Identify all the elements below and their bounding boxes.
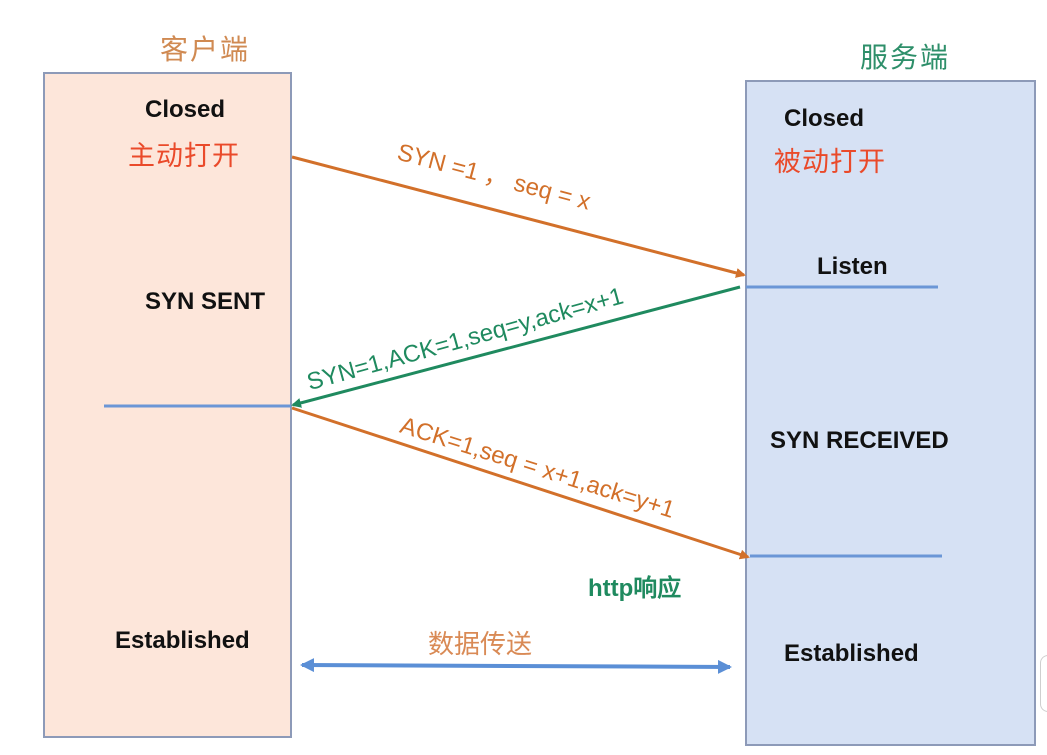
server-state-closed: Closed (784, 105, 865, 132)
server-passive-open-label: 被动打开 (774, 147, 886, 178)
client-state-closed: Closed (145, 96, 226, 123)
http-response-label: http响应 (588, 575, 682, 602)
client-active-open-label: 主动打开 (128, 141, 240, 172)
client-title: 客户端 (160, 33, 251, 66)
server-title: 服务端 (860, 41, 951, 74)
edge-handle (1040, 655, 1047, 712)
server-state-syn-received: SYN RECEIVED (770, 427, 949, 454)
client-state-syn-sent: SYN SENT (145, 288, 266, 315)
data-transfer-label: 数据传送 (428, 630, 533, 660)
client-state-established: Established (115, 627, 250, 654)
server-state-established: Established (784, 640, 919, 667)
server-box (745, 80, 1036, 746)
server-state-listen: Listen (817, 253, 888, 280)
syn-arrow (291, 155, 746, 278)
ack-arrow (291, 406, 750, 560)
syn-ack-arrow (291, 285, 741, 408)
data-transfer-arrow (300, 658, 732, 674)
